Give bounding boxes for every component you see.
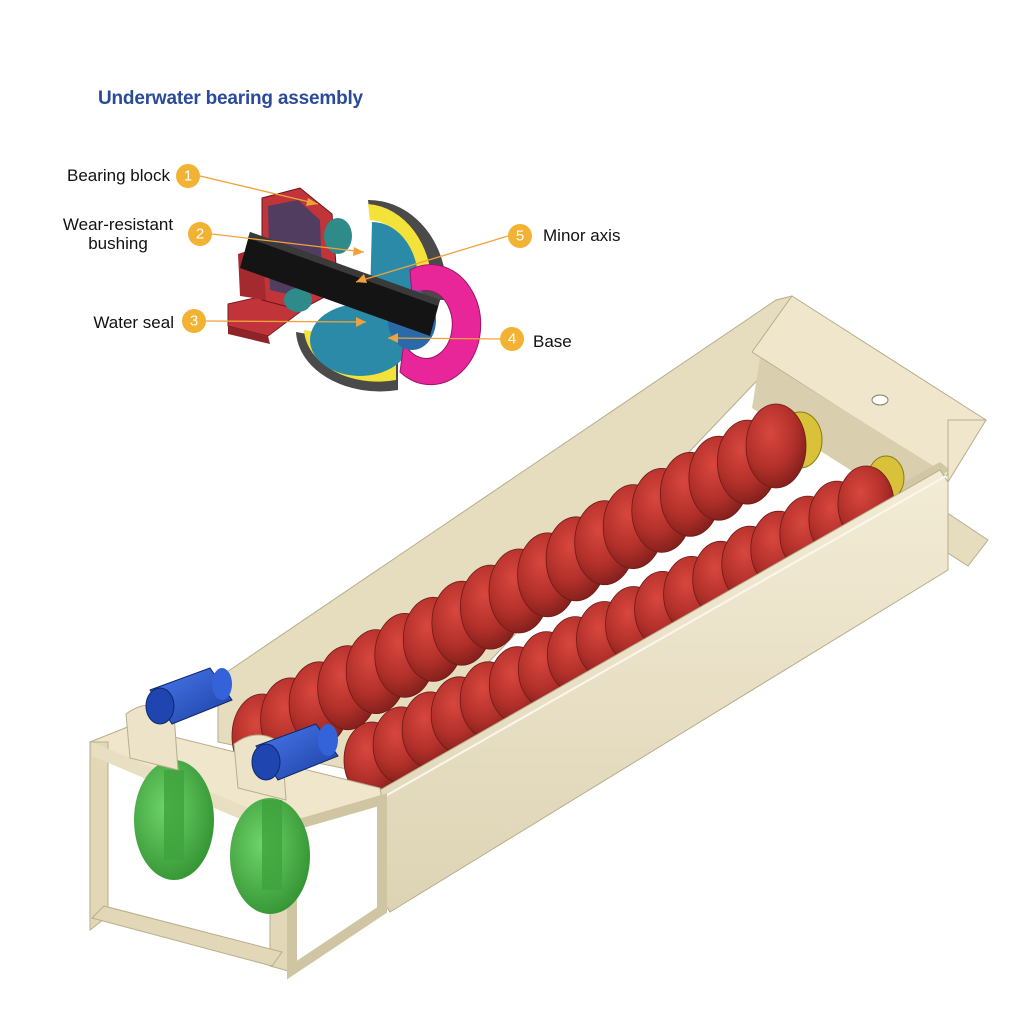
svg-text:1: 1 [184, 168, 192, 185]
badge-1: 1 [176, 164, 200, 188]
badge-2: 2 [188, 222, 212, 246]
spiral-washer-illustration [88, 295, 989, 980]
motor-2 [251, 723, 339, 781]
badge-5: 5 [508, 224, 532, 248]
label-wear-resistant-line2: bushing [88, 234, 148, 253]
badge-4: 4 [500, 327, 524, 351]
label-water-seal: Water seal [93, 313, 174, 332]
bearing-assembly-illustration [227, 187, 482, 392]
leader-lines [199, 175, 509, 340]
svg-text:4: 4 [508, 331, 516, 348]
svg-text:3: 3 [190, 313, 198, 330]
leader-arrowheads [306, 198, 398, 343]
label-wear-resistant-line1: Wear-resistant [62, 215, 174, 234]
svg-text:5: 5 [516, 228, 524, 245]
svg-text:2: 2 [196, 226, 204, 243]
upper-spiral-flight [745, 403, 807, 489]
diagram-title: Underwater bearing assembly [98, 88, 363, 109]
label-bearing-block: Bearing block [66, 166, 170, 185]
motor-1 [145, 667, 233, 725]
label-base: Base [533, 332, 572, 351]
badge-3: 3 [182, 309, 206, 333]
label-minor-axis: Minor axis [543, 226, 621, 245]
